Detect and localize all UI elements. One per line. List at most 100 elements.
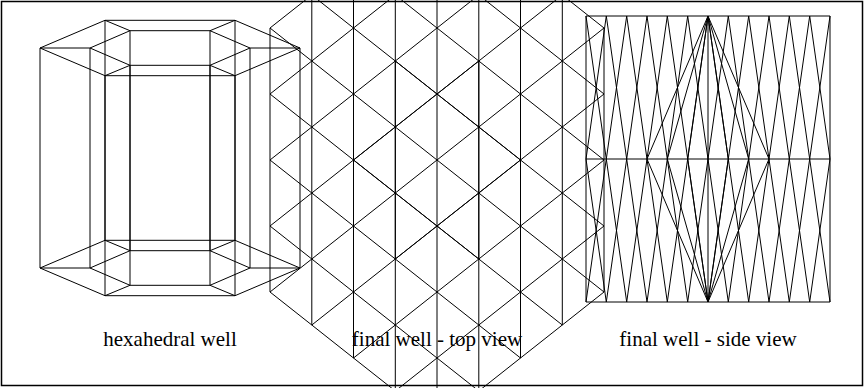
mesh-line (520, 226, 521, 292)
mesh-line (562, 0, 563, 61)
mesh-line (708, 159, 749, 302)
mesh-line (769, 159, 789, 302)
mesh-line (437, 226, 438, 292)
mesh-line (562, 160, 604, 193)
mesh-line (708, 16, 769, 159)
mesh-line (395, 358, 437, 388)
mesh-line (520, 0, 521, 28)
mesh-line (586, 159, 606, 302)
mesh-line (250, 48, 300, 49)
mesh-line (437, 160, 438, 226)
mesh-line (769, 159, 789, 302)
mesh-line (105, 65, 130, 75)
mesh-line (311, 259, 312, 325)
mesh-line (562, 127, 604, 160)
figure-caption: final well - side view (619, 327, 796, 352)
mesh-line (479, 226, 521, 259)
mesh-line (395, 127, 437, 160)
mesh-line (562, 259, 604, 292)
mesh-line (105, 240, 130, 250)
mesh-line (90, 31, 130, 48)
mesh-line (311, 61, 312, 127)
mesh-line (479, 61, 521, 94)
mesh-line (708, 159, 728, 302)
mesh-line (354, 259, 396, 292)
mesh-line (521, 94, 563, 127)
mesh-line (479, 358, 521, 388)
mesh-line (647, 16, 667, 159)
mesh-line (105, 295, 235, 296)
mesh-line (521, 160, 563, 193)
mesh-line (708, 16, 709, 159)
mesh-line (688, 159, 708, 302)
mesh-line (40, 48, 90, 49)
mesh-line (479, 193, 521, 226)
mesh-line (105, 20, 130, 30)
mesh-line (395, 0, 437, 28)
mesh-line (312, 226, 354, 259)
mesh-line (647, 159, 667, 302)
mesh-line (353, 28, 354, 94)
mesh-line (270, 226, 312, 259)
mesh-line (749, 16, 769, 159)
mesh-line (270, 292, 312, 325)
mesh-line (667, 159, 708, 302)
mesh-line (749, 159, 769, 302)
mesh-line (395, 61, 520, 160)
mesh-line (749, 159, 769, 302)
mesh-line (354, 226, 396, 259)
mesh-line (312, 325, 354, 358)
mesh-line (437, 0, 438, 28)
mesh-line (130, 250, 210, 251)
mesh-line (647, 16, 667, 159)
mesh-line (789, 16, 809, 159)
mesh-line (105, 20, 106, 240)
mesh-line (270, 0, 312, 28)
mesh-line (270, 28, 312, 61)
mesh-line (521, 28, 563, 61)
mesh-line (479, 259, 521, 292)
mesh-line (437, 358, 479, 388)
mesh-line (105, 20, 235, 21)
mesh-line (354, 0, 396, 28)
mesh-line (40, 268, 90, 269)
hexahedral-well-drawing (40, 20, 300, 295)
mesh-line (210, 240, 235, 250)
mesh-line (235, 20, 236, 240)
mesh-line (354, 358, 396, 388)
mesh-line (708, 159, 709, 302)
mesh-line (270, 226, 271, 292)
mesh-line (210, 268, 250, 285)
mesh-line (789, 159, 809, 302)
mesh-line (627, 159, 647, 302)
mesh-line (688, 159, 708, 302)
mesh-line (353, 0, 354, 28)
mesh-line (311, 127, 312, 193)
mesh-line (312, 94, 354, 127)
figure-caption: hexahedral well (103, 327, 237, 352)
mesh-line (769, 16, 789, 159)
mesh-line (604, 94, 605, 160)
mesh-line (708, 159, 728, 302)
mesh-line (395, 28, 437, 61)
mesh-line (606, 16, 626, 159)
mesh-line (40, 268, 105, 296)
mesh-line (627, 16, 647, 159)
mesh-line (353, 160, 354, 226)
mesh-line (562, 127, 563, 193)
mesh-line (105, 75, 235, 76)
mesh-line (312, 193, 354, 226)
mesh-line (520, 94, 521, 160)
mesh-line (270, 28, 271, 94)
mesh-line (270, 160, 271, 226)
mesh-line (606, 159, 626, 302)
mesh-line (478, 0, 479, 61)
mesh-line (210, 65, 235, 75)
mesh-line (521, 325, 563, 358)
mesh-line (210, 285, 235, 295)
mesh-line (105, 285, 130, 295)
mesh-line (521, 0, 563, 28)
mesh-line (312, 61, 354, 94)
mesh-line (90, 251, 130, 268)
mesh-line (749, 16, 769, 159)
